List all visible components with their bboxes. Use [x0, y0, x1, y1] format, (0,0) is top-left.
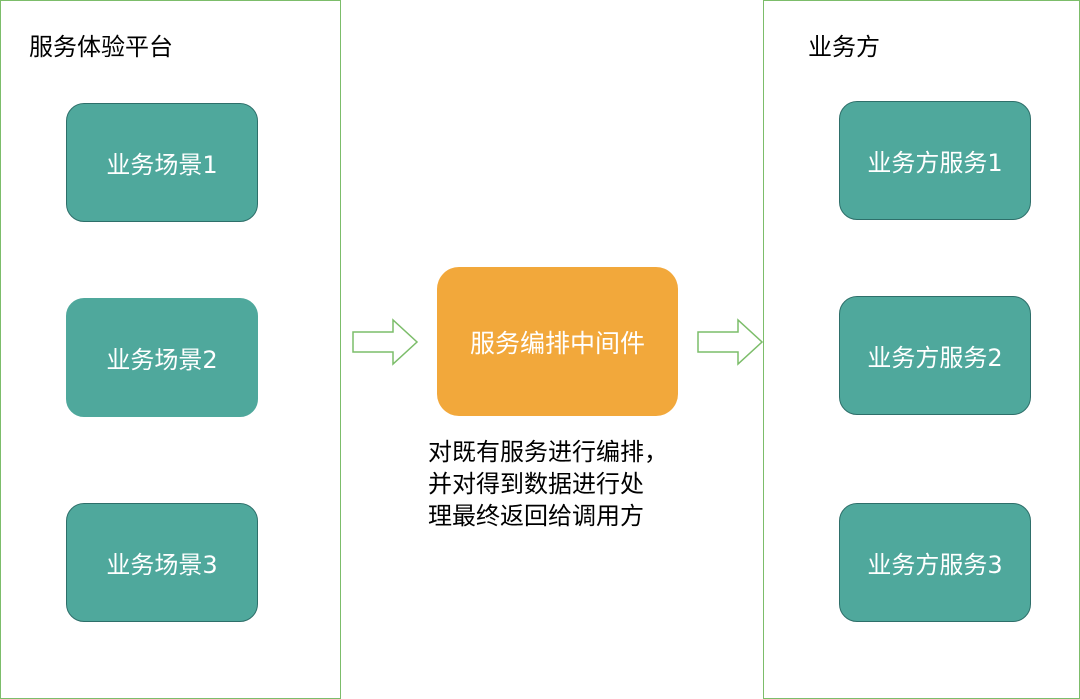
service-orchestration-middleware-node[interactable]: 服务编排中间件 [437, 267, 678, 416]
description-line-2: 并对得到数据进行处 [428, 470, 644, 498]
description-line-1: 对既有服务进行编排， [428, 438, 668, 466]
business-service-3-node[interactable]: 业务方服务3 [839, 503, 1031, 622]
left-panel-title: 服务体验平台 [29, 33, 173, 61]
right-panel-title: 业务方 [808, 33, 880, 61]
description-line-3: 理最终返回给调用方 [428, 502, 644, 530]
business-party-panel: 业务方 业务方服务1 业务方服务2 业务方服务3 [763, 0, 1080, 699]
business-scene-1-node[interactable]: 业务场景1 [66, 103, 258, 222]
right-arrow-icon [352, 318, 419, 366]
business-scene-3-node[interactable]: 业务场景3 [66, 503, 258, 622]
right-arrow-icon [697, 318, 764, 366]
business-service-1-node[interactable]: 业务方服务1 [839, 101, 1031, 220]
middleware-description: 对既有服务进行编排， 并对得到数据进行处 理最终返回给调用方 [428, 436, 708, 532]
service-experience-platform-panel: 服务体验平台 业务场景1 业务场景2 业务场景3 [0, 0, 341, 699]
business-service-2-node[interactable]: 业务方服务2 [839, 296, 1031, 415]
business-scene-2-node[interactable]: 业务场景2 [66, 298, 258, 417]
